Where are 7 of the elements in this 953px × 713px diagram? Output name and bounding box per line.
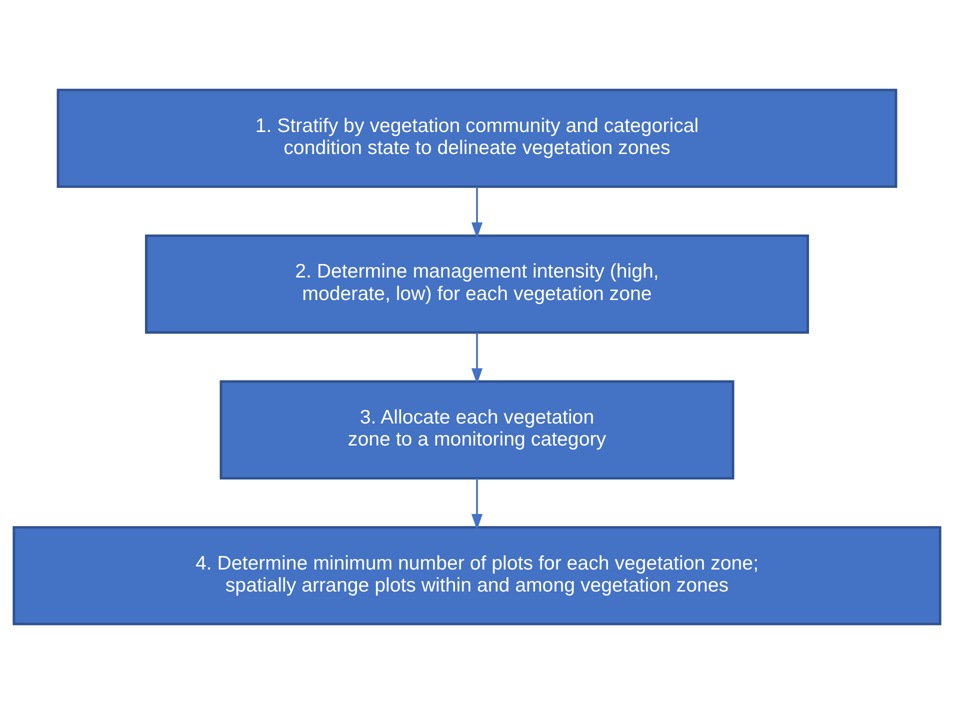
arrow [470,332,482,384]
node-box: 1. Stratify by vegetation community and categorical condition state to delineate vegetation zones [56,88,897,188]
node-box: 2. Determine management intensity (high, moderate, low) for each vegetation zone [144,234,808,334]
arrow [470,186,482,238]
arrow [470,478,482,530]
node-box: 4. Determine minimum number of plots for each vegetation zone; spatially arrange plots within and among vegetation zones [12,526,941,625]
node-box: 3. Allocate each vegetation zone to a monitoring category [219,380,734,480]
